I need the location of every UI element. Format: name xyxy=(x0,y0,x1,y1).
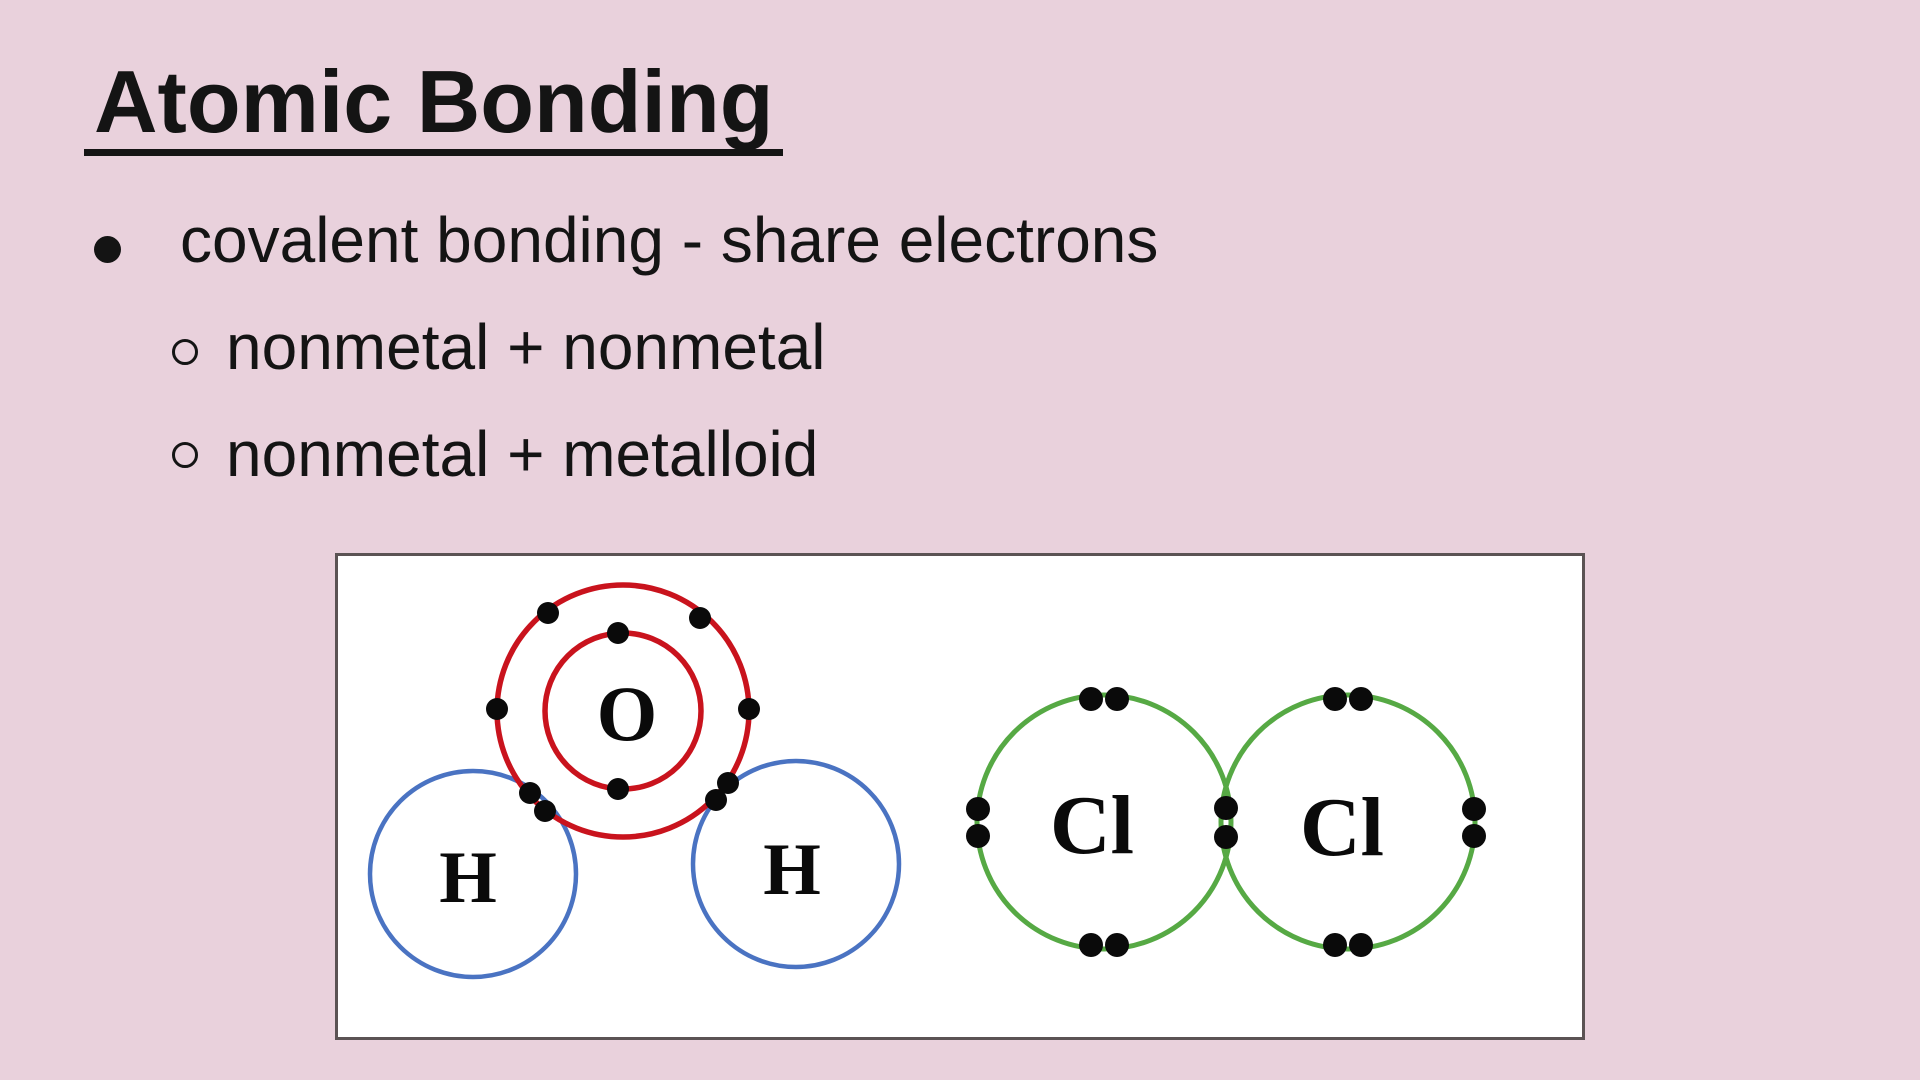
electron-dot xyxy=(1349,933,1373,957)
bullet-item-level2: nonmetal + nonmetal xyxy=(226,311,826,383)
chlorine-left-lone-pairs xyxy=(966,687,1129,957)
water-molecule-diagram: O H H xyxy=(367,582,902,980)
bullet-circle-icon xyxy=(172,339,198,365)
oxygen-label: O xyxy=(597,670,658,757)
chlorine-circle-right xyxy=(1218,692,1478,952)
chlorine-right-lone-pairs xyxy=(1323,687,1486,957)
bullet-item-level2: nonmetal + metalloid xyxy=(226,418,819,490)
bullet-dot-icon xyxy=(94,236,121,263)
electron-dot xyxy=(689,607,711,629)
electron-dot xyxy=(1214,825,1238,849)
chlorine-circle-left xyxy=(974,692,1234,952)
hydrogen-circle-left xyxy=(367,768,579,980)
oh-shared-pair-left xyxy=(519,782,556,822)
electron-dot xyxy=(519,782,541,804)
hydrogen-label-left: H xyxy=(439,837,497,919)
electron-dot xyxy=(738,698,760,720)
electron-dot xyxy=(1323,933,1347,957)
molecule-diagram-panel: O H H xyxy=(335,553,1585,1040)
oh-shared-pair-right xyxy=(705,772,739,811)
electron-dot xyxy=(717,772,739,794)
electron-dot xyxy=(1079,933,1103,957)
molecule-diagram: O H H xyxy=(367,582,1486,980)
electron-dot xyxy=(966,824,990,848)
page-title: Atomic Bonding xyxy=(84,58,784,156)
chlorine-label-left: Cl xyxy=(1050,779,1134,872)
hydrogen-label-right: H xyxy=(763,829,821,911)
hydrogen-circle-right xyxy=(690,758,902,970)
electron-dot xyxy=(534,800,556,822)
electron-dot xyxy=(1214,796,1238,820)
oxygen-inner-electrons xyxy=(607,622,629,800)
electron-dot xyxy=(1462,797,1486,821)
electron-dot xyxy=(1079,687,1103,711)
chlorine-molecule-diagram: Cl Cl xyxy=(966,687,1486,957)
electron-dot xyxy=(1105,933,1129,957)
electron-dot xyxy=(607,778,629,800)
electron-dot xyxy=(966,797,990,821)
electron-dot xyxy=(1349,687,1373,711)
oxygen-outer-electrons xyxy=(486,602,760,720)
electron-dot xyxy=(705,789,727,811)
electron-dot xyxy=(1323,687,1347,711)
electron-dot xyxy=(1462,824,1486,848)
electron-dot xyxy=(537,602,559,624)
clcl-shared-pair xyxy=(1214,796,1238,849)
electron-dot xyxy=(607,622,629,644)
bullet-circle-icon xyxy=(172,442,198,468)
bullet-item-level1: covalent bonding - share electrons xyxy=(180,204,1159,276)
electron-dot xyxy=(1105,687,1129,711)
chlorine-label-right: Cl xyxy=(1300,781,1384,874)
electron-dot xyxy=(486,698,508,720)
